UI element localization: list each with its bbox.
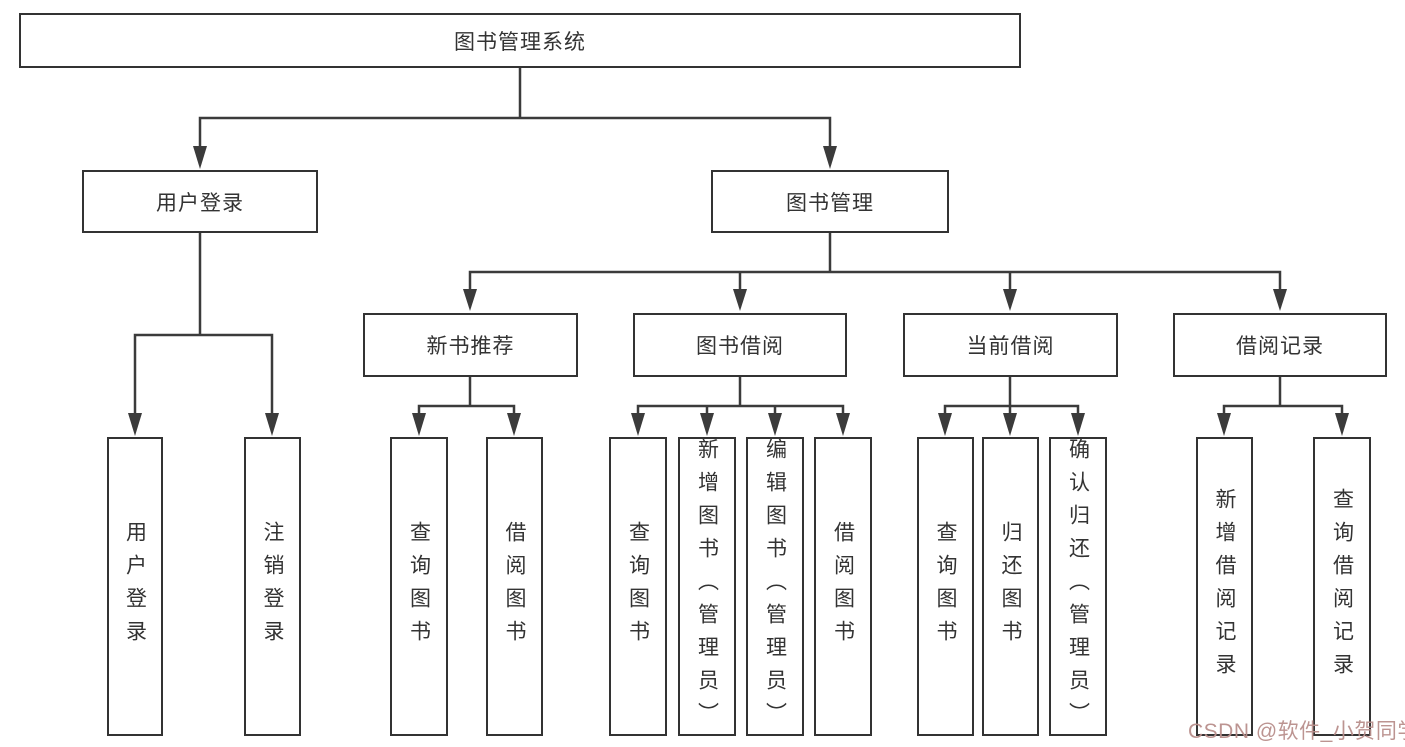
node-rec-query-book-label: 查询图书 [407,520,431,653]
csdn-watermark: CSDN @软件_小贺同学 [1188,720,1405,743]
node-cb-query-book-label: 查询图书 [934,520,957,653]
node-borrow-record: 借阅记录 [1173,313,1387,377]
node-current-borrow: 当前借阅 [903,313,1118,377]
node-bb-add-book: 新增图书（管理员） [678,437,736,736]
node-bb-query-book-label: 查询图书 [626,520,650,653]
node-bb-edit-book-label: 编辑图书（管理员） [763,438,787,735]
edge-book-borrow-children [631,375,850,436]
node-br-query-record-label: 查询借阅记录 [1330,487,1354,686]
node-login-label: 用户登录 [123,520,147,653]
edge-book-mgmt-children [463,231,1287,311]
edge-root-to-level1 [193,66,837,169]
node-root-label: 图书管理系统 [454,30,586,54]
node-borrow-record-label: 借阅记录 [1236,335,1324,358]
node-login: 用户登录 [107,437,163,736]
node-rec-borrow-book: 借阅图书 [486,437,543,736]
node-bb-query-book: 查询图书 [609,437,667,736]
node-logout-label: 注销登录 [261,520,284,653]
node-br-add-record: 新增借阅记录 [1196,437,1253,736]
node-book-mgmt: 图书管理 [711,170,949,233]
node-bb-borrow-book: 借阅图书 [814,437,872,736]
node-cb-return-book-label: 归还图书 [999,520,1022,653]
node-user-login-label: 用户登录 [156,191,244,215]
node-br-query-record: 查询借阅记录 [1313,437,1371,736]
node-book-mgmt-label: 图书管理 [786,191,874,215]
edge-borrow-record-children [1217,375,1349,436]
node-rec-borrow-book-label: 借阅图书 [503,520,526,653]
node-new-book-rec-label: 新书推荐 [426,335,515,358]
node-cb-confirm-return: 确认归还（管理员） [1049,437,1107,736]
node-bb-add-book-label: 新增图书（管理员） [695,438,719,735]
node-book-borrow-label: 图书借阅 [696,335,784,358]
node-bb-borrow-book-label: 借阅图书 [831,520,855,653]
node-user-login: 用户登录 [82,170,318,233]
node-current-borrow-label: 当前借阅 [966,335,1055,358]
node-logout: 注销登录 [244,437,301,736]
node-new-book-rec: 新书推荐 [363,313,578,377]
edge-new-book-rec-children [412,375,521,436]
node-bb-edit-book: 编辑图书（管理员） [746,437,804,736]
node-br-add-record-label: 新增借阅记录 [1213,487,1236,686]
edge-user-login-children [128,231,279,436]
node-root: 图书管理系统 [19,13,1021,68]
node-cb-confirm-return-label: 确认归还（管理员） [1066,438,1090,735]
node-cb-return-book: 归还图书 [982,437,1039,736]
edge-current-borrow-children [938,375,1085,436]
node-book-borrow: 图书借阅 [633,313,847,377]
node-rec-query-book: 查询图书 [390,437,448,736]
node-cb-query-book: 查询图书 [917,437,974,736]
